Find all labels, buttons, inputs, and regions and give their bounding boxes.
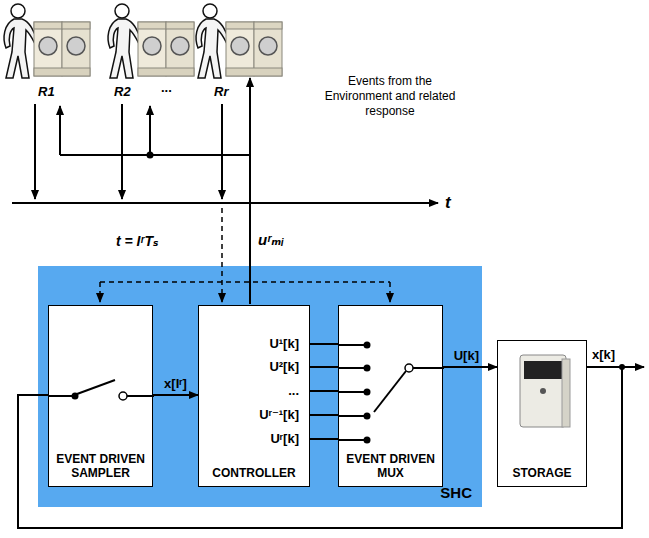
response-wire: [60, 154, 250, 156]
output-signal: ...: [288, 383, 299, 399]
signal-label: x[Iʳ]: [164, 376, 187, 392]
ups-body: [520, 355, 566, 427]
trigger-dashed: [100, 281, 390, 283]
switch-terminal: [119, 392, 127, 400]
mux-contact: [364, 342, 371, 349]
event-arrow: [34, 104, 36, 199]
output-signal: U¹[k]: [269, 336, 299, 352]
mux-contact: [364, 389, 371, 396]
response-arrow: [249, 78, 251, 304]
block-box: STORAGE: [497, 340, 587, 487]
output-signal: Uʳ[k]: [270, 431, 299, 447]
axis-label: t: [445, 192, 451, 213]
resident-label: R2: [114, 84, 131, 100]
resident-figure: [108, 4, 194, 78]
junction-dot: [147, 152, 154, 159]
block-title: CONTROLLER: [202, 466, 306, 480]
response-arrow: [59, 106, 61, 155]
time-axis: [12, 202, 438, 204]
ellipsis: ...: [161, 80, 172, 96]
output-arrow: [622, 366, 644, 368]
block-box: EVENT DRIVEN SAMPLER: [48, 305, 153, 487]
wire: [339, 344, 365, 346]
block-title: EVENT DRIVEN MUX: [342, 452, 439, 480]
resident-figure: [196, 4, 282, 78]
system-region-fill: [38, 266, 482, 507]
connector: [310, 438, 338, 440]
connector: [153, 394, 198, 396]
block-title: STORAGE: [501, 466, 583, 480]
connector: [310, 390, 338, 392]
event-arrow: [221, 104, 223, 199]
event-arrow: [121, 104, 123, 199]
connector: [310, 414, 338, 416]
connector: [310, 366, 338, 368]
signal-label: x[k]: [592, 347, 615, 363]
trigger-dashed: [221, 208, 223, 302]
ups-button: [540, 388, 546, 394]
ups-side: [562, 359, 570, 427]
switch-terminal: [405, 364, 413, 372]
control-signal-label: uʳₘᵢ: [258, 230, 284, 249]
connector: [443, 366, 497, 368]
switch-arm: [374, 371, 406, 412]
wire: [339, 415, 365, 417]
wire: [413, 367, 444, 369]
response-arrow: [149, 106, 151, 155]
block-box: CONTROLLER U¹[k] U²[k]... Uʳ⁻¹[k] Uʳ[k]: [198, 305, 310, 487]
resident-label: R1: [38, 84, 55, 100]
wire: [339, 439, 365, 441]
output-signal: Uʳ⁻¹[k]: [259, 407, 299, 423]
wire: [339, 391, 365, 393]
connector: [310, 343, 338, 345]
annotation: Events from the Environment and related …: [322, 74, 458, 119]
sampling-time-label: t = IʳTₛ: [116, 232, 158, 250]
mux-contact: [364, 413, 371, 420]
switch-arm: [77, 380, 115, 394]
switch-drawing: [498, 341, 588, 488]
block-title: EVENT DRIVEN SAMPLER: [52, 452, 149, 480]
wire: [127, 395, 154, 397]
mux-contact: [364, 365, 371, 372]
signal-label: U[k]: [454, 348, 479, 364]
ups-panel: [524, 361, 562, 379]
trigger-dashed: [99, 282, 101, 302]
mux-contact: [364, 437, 371, 444]
trigger-dashed: [389, 282, 391, 302]
block-box: EVENT DRIVEN MUX: [338, 305, 443, 487]
region-label: SHC: [440, 484, 472, 501]
output-signal: U²[k]: [269, 359, 299, 375]
resident-figure: [4, 4, 90, 78]
wire: [339, 367, 365, 369]
system-region: SHC EVENT DRIVEN SAMPLER CONTROLLER U¹[k] U²…: [38, 266, 482, 507]
resident-label: Rr: [214, 84, 228, 100]
wire: [49, 395, 72, 397]
